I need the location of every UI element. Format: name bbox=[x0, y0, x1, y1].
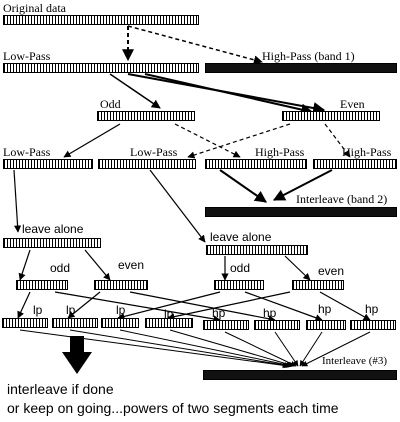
interleave-band2-bar bbox=[205, 207, 397, 217]
original-data-label: Original data bbox=[3, 1, 66, 15]
footer-line2: or keep on going...powers of two segment… bbox=[7, 400, 339, 416]
even-label: Even bbox=[340, 97, 365, 111]
arrow-lp2-to-interleave3 bbox=[69, 329, 291, 369]
lp4-label: lp bbox=[164, 307, 174, 321]
arrow-highpass-to-interleave2 bbox=[219, 169, 267, 203]
lp4-bar bbox=[145, 318, 193, 328]
arrow-original-to-highpass-band1 bbox=[127, 25, 263, 65]
arrow-highpass2-to-interleave2 bbox=[272, 169, 333, 201]
high-pass-band1-bar bbox=[205, 63, 397, 73]
interleave3-label: Interleave (#3) bbox=[322, 355, 388, 367]
arrow-left-to-odd bbox=[18, 249, 31, 281]
arrow-even-l-to-hp2 bbox=[129, 291, 276, 323]
high-pass-2a-bar bbox=[205, 159, 307, 169]
hp4-label: hp bbox=[365, 302, 379, 316]
odd-right-bar bbox=[214, 280, 264, 290]
arrow-odd-to-lowpass-left bbox=[63, 123, 121, 158]
leave-alone-right-bar bbox=[206, 245, 308, 255]
odd-bar bbox=[97, 111, 195, 121]
arrow-hp1-to-interleave3 bbox=[224, 331, 297, 367]
hp1-bar bbox=[203, 320, 249, 330]
lp1-bar bbox=[2, 318, 48, 328]
hp3-label: hp bbox=[318, 302, 332, 316]
lp1-label: lp bbox=[33, 303, 43, 317]
arrow-odd-l-to-lp1 bbox=[17, 291, 31, 319]
arrow-lowpass-to-even-2 bbox=[144, 73, 314, 116]
high-pass-band1-label: High-Pass (band 1) bbox=[262, 49, 355, 63]
arrow-lowpass-mid-to-leave-alone bbox=[149, 169, 206, 243]
arrow-lp4-to-interleave3 bbox=[169, 329, 295, 368]
even-right-label: even bbox=[318, 264, 345, 278]
high-pass-2a-label: High-Pass bbox=[255, 145, 305, 159]
interleave3-bar bbox=[203, 370, 397, 380]
lp3-label: lp bbox=[116, 303, 126, 317]
arrow-lowpass-to-odd bbox=[109, 73, 161, 109]
arrow-lp1-to-interleave3 bbox=[19, 329, 289, 369]
low-pass-2a-label: Low-Pass bbox=[3, 145, 51, 159]
odd-left-bar bbox=[16, 280, 68, 290]
original-data-bar bbox=[3, 15, 199, 25]
hp1-label: hp bbox=[212, 306, 226, 320]
low-pass-label: Low-Pass bbox=[3, 49, 51, 63]
lp3-bar bbox=[101, 318, 139, 328]
even-right-bar bbox=[292, 280, 344, 290]
arrow-odd-to-highpass-mid bbox=[174, 123, 241, 158]
odd-right-label: odd bbox=[230, 261, 251, 275]
arrow-lowpass-left-to-leave-alone bbox=[13, 169, 22, 233]
leave-alone-left-bar bbox=[3, 238, 101, 248]
arrow-odd-r-to-lp3 bbox=[117, 291, 221, 320]
even-left-bar bbox=[94, 280, 148, 290]
even-left-label: even bbox=[118, 258, 145, 272]
hp4-bar bbox=[350, 320, 396, 330]
low-pass-bar bbox=[3, 63, 199, 73]
hp2-bar bbox=[254, 320, 300, 330]
arrow-hp4-to-interleave3 bbox=[301, 331, 371, 367]
arrow-lp3-to-interleave3 bbox=[119, 329, 293, 368]
odd-left-label: odd bbox=[50, 261, 71, 275]
arrow-even-r-to-lp4 bbox=[167, 291, 291, 321]
arrow-odd-l-to-hp1 bbox=[54, 291, 221, 323]
big-down-arrow-icon bbox=[62, 336, 92, 374]
leave-alone-right-label: leave alone bbox=[210, 230, 272, 244]
arrow-even-r-to-hp4 bbox=[319, 291, 371, 321]
high-pass-2b-label: High-Pass bbox=[342, 145, 392, 159]
lp2-label: lp bbox=[66, 303, 76, 317]
leave-alone-left-label: leave alone bbox=[22, 222, 84, 236]
lp2-bar bbox=[52, 318, 98, 328]
arrow-even-l-to-lp2 bbox=[67, 291, 101, 319]
low-pass-2a-bar bbox=[3, 159, 93, 169]
even-bar bbox=[282, 111, 380, 121]
low-pass-2b-bar bbox=[98, 159, 196, 169]
hp2-label: hp bbox=[263, 306, 277, 320]
arrow-hp2-to-interleave3 bbox=[274, 331, 299, 367]
low-pass-2b-label: Low-Pass bbox=[130, 145, 178, 159]
interleave-band2-label: Interleave (band 2) bbox=[296, 192, 388, 206]
odd-label: Odd bbox=[100, 97, 121, 111]
arrow-left-to-even bbox=[84, 249, 111, 281]
arrow-odd-r-to-hp3 bbox=[244, 291, 323, 322]
arrow-even-to-lowpass-mid bbox=[187, 123, 291, 159]
footer-line1: interleave if done bbox=[7, 381, 114, 397]
arrow-right-to-even bbox=[284, 255, 311, 281]
high-pass-2b-bar bbox=[313, 159, 397, 169]
hp3-bar bbox=[306, 320, 346, 330]
arrow-hp3-to-interleave3 bbox=[299, 331, 323, 367]
